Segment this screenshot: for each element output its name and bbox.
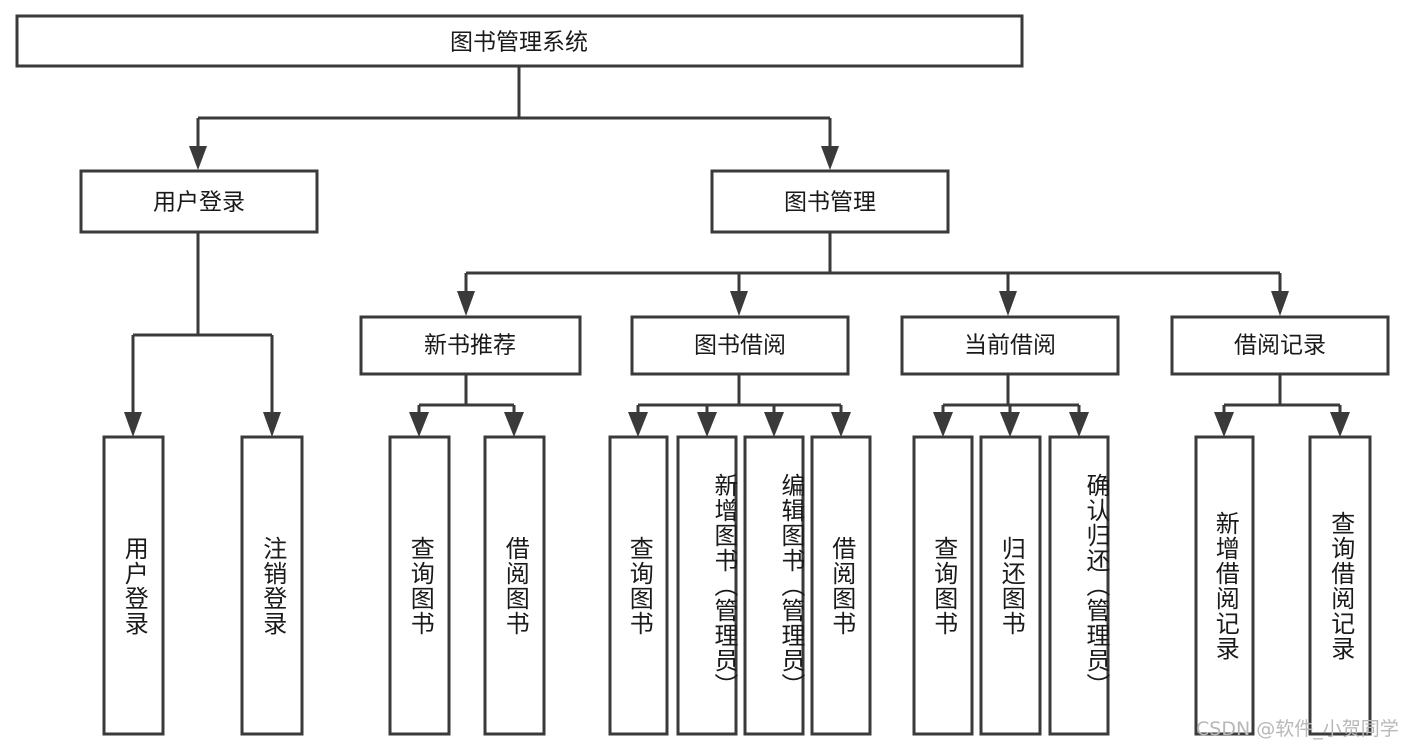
leaf-box-borrow-record-1[interactable] [1308,435,1372,736]
node-book-borrow[interactable]: 图书借阅 [630,315,850,376]
node-user-login-label: 用户登录 [153,190,245,216]
leaf-box-current-borrow-1[interactable] [979,435,1042,736]
connector-group-book-manage [457,232,1289,316]
arrow-head-book-borrow-leaf-0 [628,412,648,437]
leaf-box-new-book-0[interactable] [388,435,451,736]
node-root[interactable]: 图书管理系统 [15,14,1024,68]
node-root-label: 图书管理系统 [450,30,588,56]
arrow-head-borrow-record-leaf-0 [1214,412,1234,437]
node-borrow-record-box[interactable] [1170,315,1390,376]
connector-group-user-login [124,232,281,437]
leaf-box-group [102,435,1372,736]
leaf-box-new-book-1[interactable] [483,435,546,736]
node-root-box[interactable] [15,14,1024,68]
leaf-box-book-borrow-1[interactable] [676,435,738,736]
leaf-box-book-borrow-0[interactable] [608,435,669,736]
connector-group-root [189,66,839,170]
node-borrow-record[interactable]: 借阅记录 [1170,315,1390,376]
arrow-head-user-login [189,146,207,170]
leaf-box-current-borrow-2[interactable] [1048,435,1110,736]
node-book-manage[interactable]: 图书管理 [710,169,950,234]
arrow-head-borrow-record [1271,291,1289,316]
arrow-head-user-login-leaf-0 [124,412,142,437]
node-new-book-recommend-box[interactable] [359,315,582,376]
node-book-manage-label: 图书管理 [784,190,876,216]
arrow-head-current-borrow-leaf-1 [1000,412,1020,437]
node-new-book-recommend[interactable]: 新书推荐 [359,315,582,376]
leaf-box-borrow-record-0[interactable] [1194,435,1255,736]
node-user-login-box[interactable] [79,169,319,234]
connector-group-current-borrow [933,374,1089,437]
node-book-manage-box[interactable] [710,169,950,234]
connector-group-new-book [409,374,524,437]
arrow-head-book-manage [821,146,839,170]
node-current-borrow[interactable]: 当前借阅 [900,315,1120,376]
csdn-watermark: CSDN @软件_小贺同学 [1196,718,1399,740]
leaf-box-book-borrow-3[interactable] [810,435,872,736]
node-user-login[interactable]: 用户登录 [79,169,319,234]
arrow-head-new-book-leaf-0 [409,412,429,437]
leaf-box-user-login-0[interactable] [102,435,165,736]
arrow-head-book-borrow-leaf-1 [697,412,717,437]
arrow-head-new-book-leaf-1 [504,412,524,437]
arrow-head-user-login-leaf-1 [263,412,281,437]
node-borrow-record-label: 借阅记录 [1234,333,1326,359]
node-current-borrow-label: 当前借阅 [964,333,1056,359]
arrow-head-book-borrow-leaf-3 [831,412,851,437]
node-book-borrow-label: 图书借阅 [694,333,786,359]
leaf-box-current-borrow-0[interactable] [912,435,974,736]
arrow-head-book-borrow [730,291,748,316]
arrow-head-book-borrow-leaf-2 [764,412,784,437]
arrow-head-borrow-record-leaf-1 [1330,412,1350,437]
leaf-box-user-login-1[interactable] [240,435,304,736]
arrow-head-current-borrow-leaf-0 [933,412,953,437]
connector-group-borrow-record [1214,374,1350,437]
leaf-box-book-borrow-2[interactable] [743,435,805,736]
node-current-borrow-box[interactable] [900,315,1120,376]
arrow-head-current-borrow-leaf-2 [1069,412,1089,437]
node-new-book-recommend-label: 新书推荐 [424,333,516,359]
connector-group-book-borrow [628,374,851,437]
node-book-borrow-box[interactable] [630,315,850,376]
arrow-head-current-borrow [999,291,1017,316]
arrow-head-new-book [457,291,475,316]
